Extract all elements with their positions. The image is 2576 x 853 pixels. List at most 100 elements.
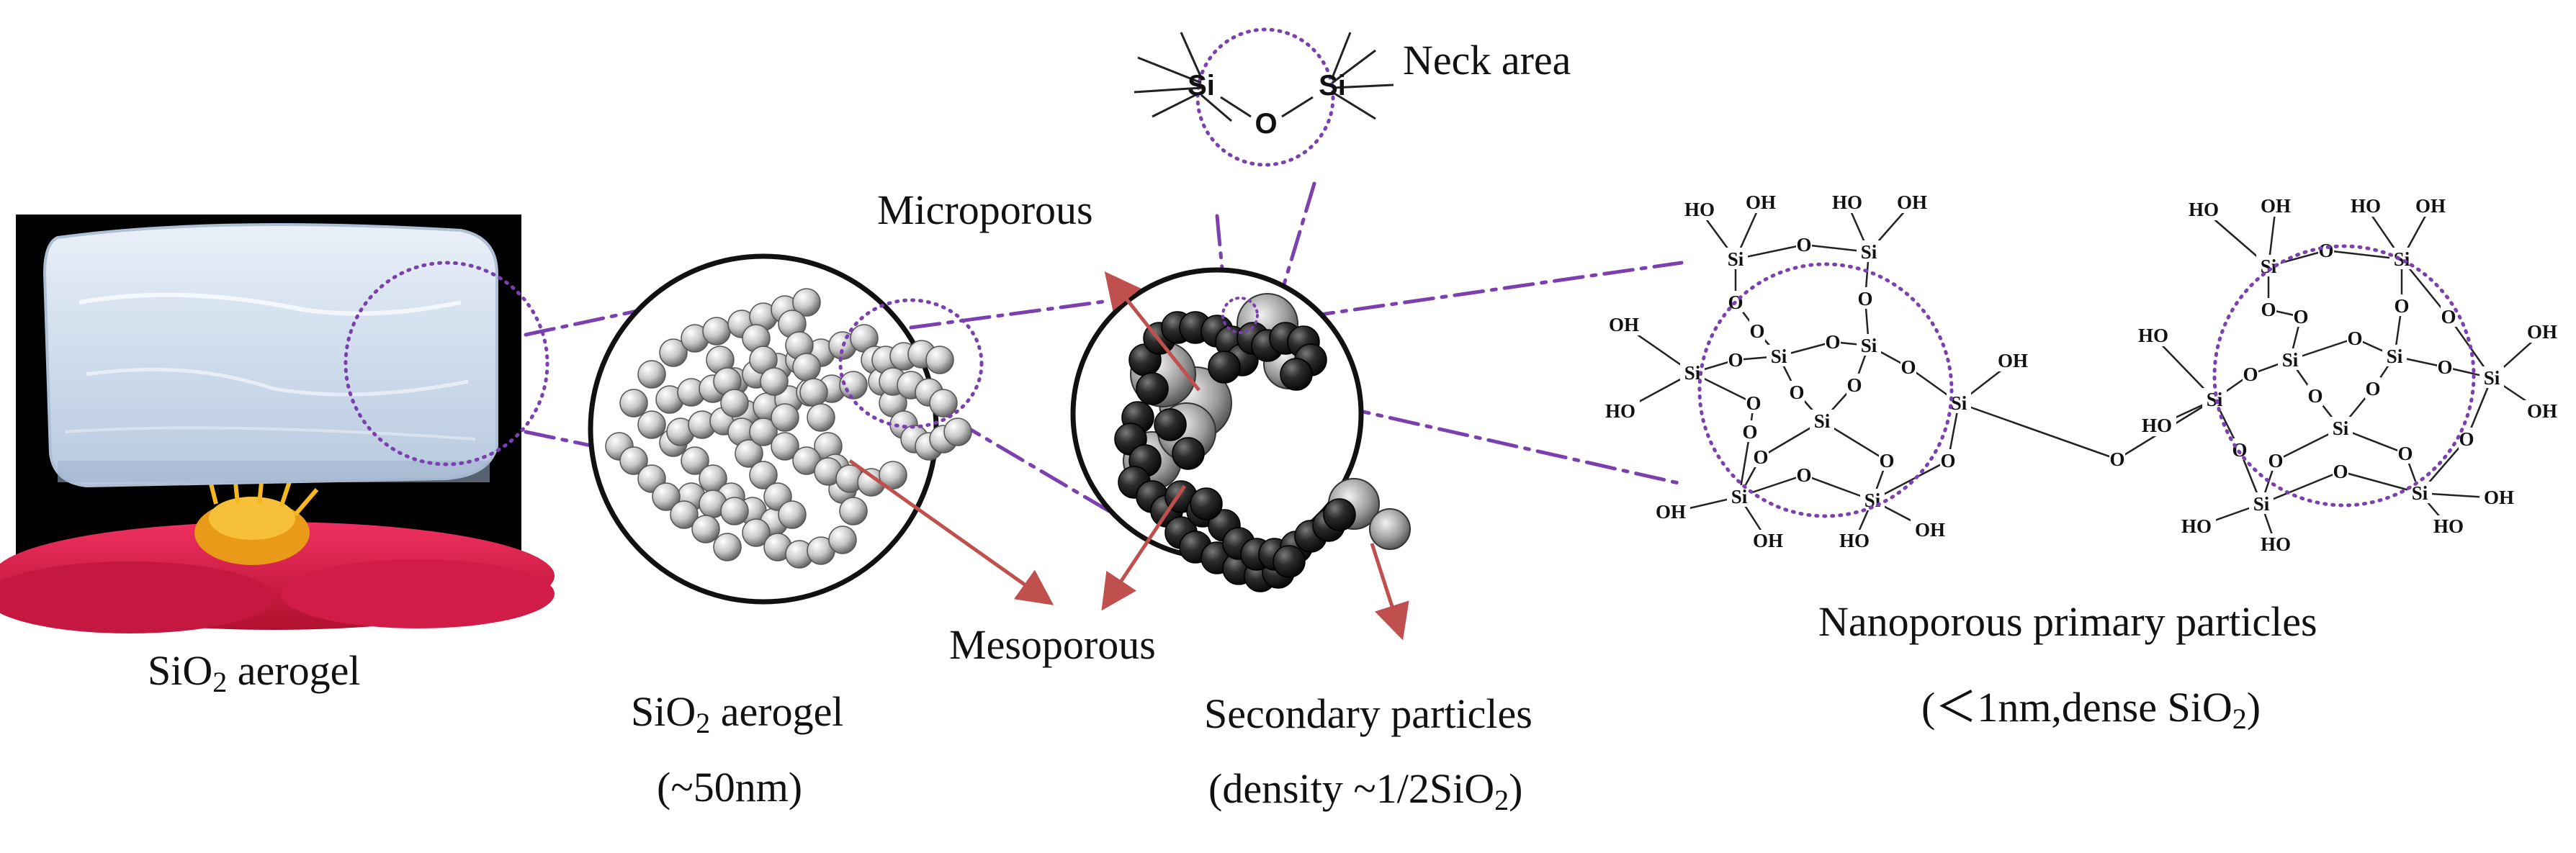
chem-bond [1872, 459, 1949, 502]
gray-particle [778, 500, 807, 529]
ho-group: HO [2181, 515, 2212, 537]
chem-bond [2261, 470, 2341, 505]
atom-backing [2407, 482, 2432, 503]
si-atom: Si [1814, 410, 1831, 432]
secondary-particles-label: Secondary particles [1204, 690, 1532, 737]
dark-particle [1208, 351, 1241, 384]
gray-particle [652, 482, 681, 511]
si-atom: Si [1728, 248, 1744, 270]
o-atom: O [2397, 443, 2413, 464]
atom-backing [2333, 460, 2348, 482]
atom-backing [1741, 191, 1780, 213]
ho-group: HO [2433, 515, 2464, 537]
atom-backing [1993, 350, 2032, 371]
atom-backing [2479, 487, 2518, 508]
atom-backing [2346, 195, 2385, 217]
atom-backing [2347, 327, 2363, 348]
aerogel-circle-caption: SiO2 aerogel [631, 687, 843, 740]
gray-particle [702, 317, 731, 346]
atom-backing [1879, 449, 1895, 471]
atom-backing [2523, 400, 2562, 422]
dark-particle [1280, 358, 1313, 391]
primary-particles-label: Nanoporous primary particles [1818, 598, 2317, 645]
si-atom: Si [1861, 241, 1877, 263]
atom-backing [2177, 515, 2216, 537]
oh-group: OH [2415, 195, 2446, 217]
atom-backing [1796, 233, 1812, 255]
o-atom: O [1825, 331, 1840, 353]
atom-backing [1857, 240, 1881, 262]
ho-group: HO [2189, 199, 2219, 220]
atom-backing [2184, 199, 2223, 220]
gray-particle [670, 500, 699, 529]
o-atom: O [2459, 428, 2474, 450]
atom-backing [2243, 363, 2258, 384]
si-atom: Si [2207, 389, 2223, 410]
atom-backing [2411, 195, 2450, 217]
gray-particle [792, 353, 821, 382]
aerogel-size-label: (~50nm) [657, 764, 803, 811]
atom-backing [2256, 195, 2295, 217]
neck-molecule: Si Si O [1134, 27, 1394, 167]
o-atom: O [1796, 464, 1811, 486]
o-atom: O [2307, 385, 2323, 407]
atom-backing [2365, 377, 2381, 399]
o-atom: O [2293, 306, 2308, 328]
neck-o: O [1255, 108, 1277, 140]
atom-backing [1940, 449, 1956, 471]
atom-backing [1605, 314, 1643, 335]
gray-particle [735, 439, 763, 468]
atom-backing [2441, 305, 2456, 327]
o-atom: O [2333, 461, 2348, 482]
atom-backing [1680, 199, 1719, 220]
secondary-density-rest: ) [1509, 765, 1523, 812]
primary-cluster-circle-left [1697, 262, 1954, 518]
atom-backing [2318, 239, 2334, 261]
neck-si-left: Si [1188, 70, 1215, 101]
si-atom: Si [2253, 493, 2270, 515]
oh-group: OH [1897, 191, 1927, 213]
oh-group: OH [2484, 487, 2514, 508]
dark-particle [1172, 437, 1205, 470]
oh-group: OH [2261, 195, 2291, 217]
atom-backing [1767, 345, 1791, 366]
connector-primary-top [1303, 261, 1684, 319]
gray-particle [742, 518, 771, 547]
arrow-secondary [1370, 543, 1409, 641]
atom-backing [2437, 356, 2453, 377]
atom-backing [1601, 400, 1640, 422]
gray-particle [799, 378, 828, 407]
gray-particle [681, 446, 709, 475]
atom-backing [1828, 191, 1867, 213]
gray-particle [720, 497, 749, 525]
ho-group: HO [2142, 415, 2172, 436]
o-atom: O [1742, 421, 1757, 443]
neck-zoom-circle [1221, 297, 1259, 334]
o-atom: O [2261, 299, 2276, 320]
ho-group: HO [1684, 199, 1715, 220]
atom-backing [2523, 321, 2562, 343]
o-atom: O [2394, 295, 2409, 317]
atom-backing [2249, 492, 2274, 514]
gray-particle [943, 418, 972, 446]
aerogel-caption-sub: 2 [696, 707, 711, 739]
gray-particle-cluster [605, 288, 972, 569]
o-atom: O [2347, 328, 2362, 349]
atom-backing [2109, 448, 2125, 469]
connector-meso-top [909, 299, 1111, 330]
gray-particle [807, 403, 835, 432]
secondary-density-label: (density ~1/2SiO2) [1208, 764, 1522, 817]
neck-si-right: Si [1319, 70, 1346, 101]
atom-backing [2394, 294, 2410, 316]
gray-particle [771, 432, 799, 461]
gray-particle [749, 418, 778, 446]
primary-cluster-circle-right [2212, 244, 2476, 507]
photo-zoom-circle [344, 261, 549, 466]
aerogel-caption-rest: aerogel [710, 688, 844, 735]
ho-group: HO [2351, 195, 2381, 217]
gray-particle [771, 403, 799, 432]
primary-density-sub: 2 [2232, 703, 2247, 735]
o-atom: O [1879, 450, 1894, 471]
o-atom: O [1846, 374, 1862, 396]
